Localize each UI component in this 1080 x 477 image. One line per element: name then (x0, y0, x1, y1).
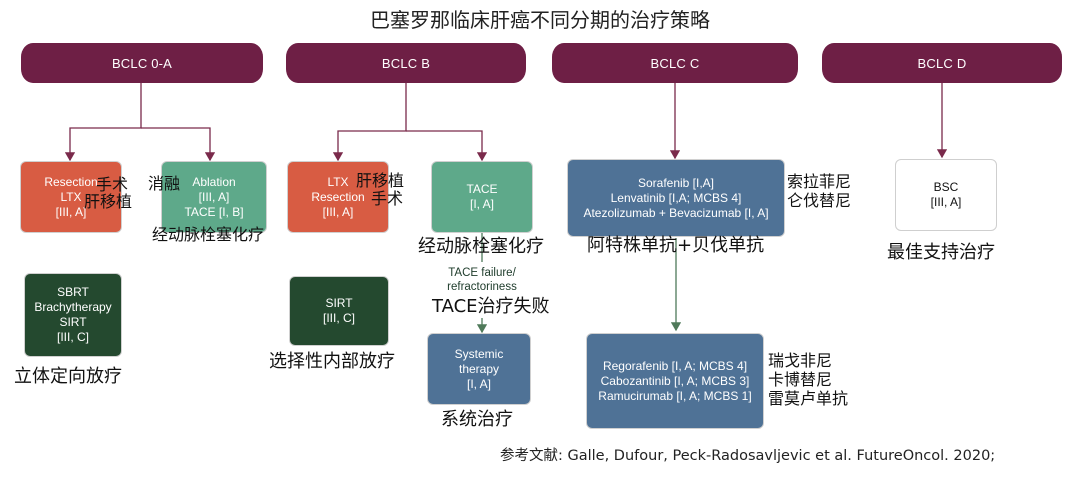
sorafenib-label: Sorafenib [I,A] (637, 175, 715, 190)
therapy-label: therapy (458, 361, 500, 376)
stage-bclc-d-label: BCLC D (917, 55, 967, 71)
sbrt-zh-label: 立体定向放疗 (14, 366, 122, 387)
connector-stage-a (64, 83, 216, 162)
stage-bclc-d: BCLC D (822, 43, 1062, 83)
bsc-box: BSC [III, A] (895, 159, 997, 231)
resection-label: Resection (44, 174, 98, 189)
stage-bclc-c-label: BCLC C (650, 55, 700, 71)
regorafenib-label: Regorafenib [I, A; MCBS 4] (602, 358, 748, 373)
ramucirumab-zh-label: 雷莫卢单抗 (768, 389, 849, 408)
tace-fail-zh-label: TACE治疗失败 (432, 296, 550, 317)
stage-bclc-0a: BCLC 0-A (21, 43, 263, 83)
lenvatinib-zh-label: 仑伐替尼 (787, 191, 852, 210)
first-line-box: Sorafenib [I,A] Lenvatinib [I,A; MCBS 4]… (567, 159, 785, 237)
sorafenib-zh-label: 索拉菲尼 (787, 172, 852, 191)
tace-zh-label-2: 经动脉栓塞化疗 (418, 236, 544, 257)
brachytherapy-label: Brachytherapy (34, 300, 112, 314)
systemic-label: Systemic (454, 346, 504, 361)
sirt-zh-label: 选择性内部放疗 (269, 351, 395, 372)
regorafenib-zh-label: 瑞戈非尼 (768, 351, 833, 370)
ablation-grade: [III, A] (198, 189, 230, 204)
ltx-label: LTX (60, 189, 82, 204)
ramucirumab-label: Ramucirumab [I, A; MCBS 1] (598, 388, 752, 403)
tace-failure-line-1: TACE failure/ (448, 267, 516, 279)
lenvatinib-label: Lenvatinib [I,A; MCBS 4] (610, 190, 742, 205)
atezolizumab-label: Atezolizumab + Bevacizumab [I, A] (583, 205, 769, 220)
resection-grade: [III, A] (55, 204, 87, 219)
sirt-grade: [III, C] (322, 311, 355, 325)
resection-b-label: Resection (311, 189, 365, 204)
ablation-label: Ablation (192, 174, 236, 189)
tace-grade: [I, A] (469, 197, 494, 211)
systemic-grade: [I, A] (466, 376, 491, 391)
stage-bclc-c: BCLC C (552, 43, 798, 83)
ablation-zh-label: 消融 (148, 174, 181, 193)
sbrt-label: SBRT (57, 285, 89, 299)
sbrt-grade: [III, C] (56, 330, 89, 344)
reference-citation: 参考文献: Galle, Dufour, Peck-Radosavljevic … (500, 448, 996, 464)
atezo-zh-label: 阿特株单抗+贝伐单抗 (587, 235, 765, 256)
surgery-zh-label-1: 手术 (96, 175, 129, 194)
sbrt-box: SBRT Brachytherapy SIRT [III, C] (24, 273, 122, 357)
sirt-label: SIRT (325, 296, 353, 310)
connector-stage-b (332, 83, 488, 162)
ltx-resection-box: LTX Resection [III, A] (287, 161, 389, 233)
bsc-grade: [III, A] (930, 195, 962, 209)
resection-ltx-box: Resection LTX [III, A] (20, 161, 122, 233)
ltx-b-label: LTX (327, 174, 349, 189)
liver-transplant-zh-label-1: 肝移植 (84, 192, 133, 211)
tace-label: TACE (466, 182, 498, 196)
tace-box: TACE [I, A] (431, 161, 533, 233)
systemic-zh-label: 系统治疗 (441, 409, 513, 430)
cabozantinib-label: Cabozantinib [I, A; MCBS 3] (600, 373, 750, 388)
tace-failure-line-2: refractoriness (447, 281, 517, 293)
cabozantinib-zh-label: 卡博替尼 (768, 370, 833, 389)
stage-bclc-0a-label: BCLC 0-A (111, 55, 173, 71)
liver-transplant-zh-label-2: 肝移植 (356, 171, 405, 190)
diagram-title: 巴塞罗那临床肝癌不同分期的治疗策略 (370, 8, 710, 32)
second-line-box: Regorafenib [I, A; MCBS 4] Cabozantinib … (586, 333, 764, 429)
stage-bclc-b-label: BCLC B (381, 55, 431, 71)
ablation-box: Ablation [III, A] TACE [I, B] (161, 161, 267, 233)
ltx-resection-grade: [III, A] (322, 204, 354, 219)
tace-ib-label: TACE [I, B] (184, 204, 244, 219)
tace-zh-label-1: 经动脉栓塞化疗 (152, 225, 265, 244)
bsc-label: BSC (933, 180, 959, 194)
sirt-box: SIRT [III, C] (289, 276, 389, 346)
sirt-label-a: SIRT (59, 315, 87, 329)
stage-bclc-b: BCLC B (286, 43, 526, 83)
tace-failure-label: TACE failure/ refractoriness (430, 266, 534, 294)
systemic-therapy-box: Systemic therapy [I, A] (427, 333, 531, 405)
surgery-zh-label-2: 手术 (371, 189, 404, 208)
bsc-zh-label: 最佳支持治疗 (887, 242, 995, 263)
